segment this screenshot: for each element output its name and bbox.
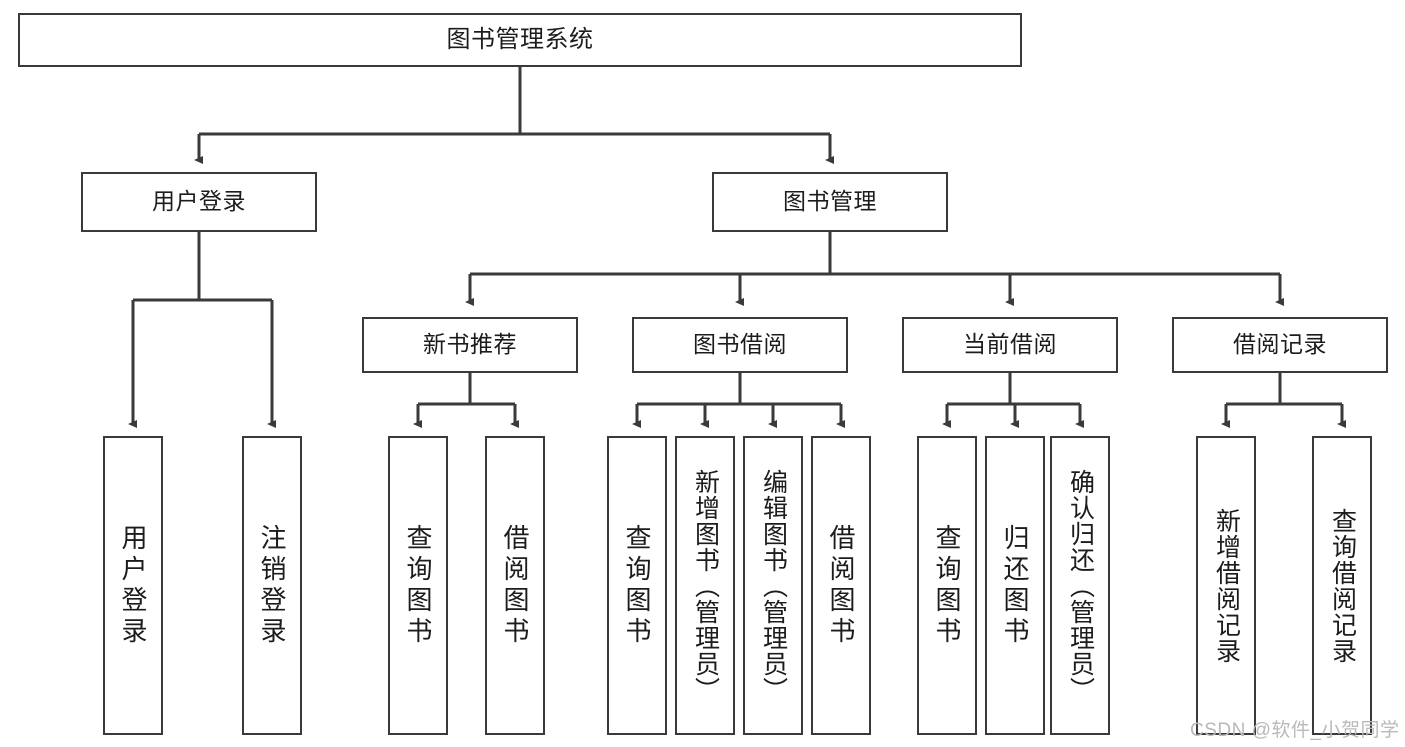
node-label: 图书管理系统 bbox=[446, 25, 594, 53]
leaf-book-borrow-borrow[interactable]: 借阅图书 bbox=[811, 436, 871, 735]
node-label: 查询图书 bbox=[622, 523, 652, 648]
node-label: 用户登录 bbox=[118, 523, 148, 648]
node-label: 图书借阅 bbox=[693, 331, 787, 358]
leaf-user-login-login[interactable]: 用户登录 bbox=[103, 436, 163, 735]
node-label: 查询借阅记录 bbox=[1328, 507, 1357, 664]
node-label: 查询图书 bbox=[932, 523, 962, 648]
node-label: 新增借阅记录 bbox=[1212, 507, 1241, 664]
leaf-book-borrow-query[interactable]: 查询图书 bbox=[607, 436, 667, 735]
node-root-system[interactable]: 图书管理系统 bbox=[18, 13, 1022, 67]
leaf-current-borrow-return[interactable]: 归还图书 bbox=[985, 436, 1045, 735]
leaf-book-borrow-edit[interactable]: 编辑图书（管理员） bbox=[743, 436, 803, 735]
node-label: 新增图书（管理员） bbox=[691, 468, 720, 703]
node-user-login[interactable]: 用户登录 bbox=[81, 172, 317, 232]
node-new-book-recommend[interactable]: 新书推荐 bbox=[362, 317, 578, 373]
leaf-book-borrow-add[interactable]: 新增图书（管理员） bbox=[675, 436, 735, 735]
leaf-current-borrow-query[interactable]: 查询图书 bbox=[917, 436, 977, 735]
node-book-borrow[interactable]: 图书借阅 bbox=[632, 317, 848, 373]
leaf-new-book-borrow[interactable]: 借阅图书 bbox=[485, 436, 545, 735]
node-book-management[interactable]: 图书管理 bbox=[712, 172, 948, 232]
watermark: CSDN @软件_小贺同学 bbox=[1190, 720, 1400, 741]
node-label: 借阅图书 bbox=[826, 523, 856, 648]
leaf-borrow-record-add[interactable]: 新增借阅记录 bbox=[1196, 436, 1256, 735]
node-label: 借阅记录 bbox=[1233, 331, 1327, 358]
node-label: 新书推荐 bbox=[423, 331, 517, 358]
node-label: 借阅图书 bbox=[500, 523, 530, 648]
node-label: 编辑图书（管理员） bbox=[759, 468, 788, 703]
node-label: 用户登录 bbox=[152, 188, 246, 215]
leaf-borrow-record-query[interactable]: 查询借阅记录 bbox=[1312, 436, 1372, 735]
node-label: 当前借阅 bbox=[963, 331, 1057, 358]
node-borrow-record[interactable]: 借阅记录 bbox=[1172, 317, 1388, 373]
node-label: 查询图书 bbox=[403, 523, 433, 648]
node-label: 确认归还（管理员） bbox=[1066, 468, 1095, 703]
node-current-borrow[interactable]: 当前借阅 bbox=[902, 317, 1118, 373]
leaf-current-borrow-confirm[interactable]: 确认归还（管理员） bbox=[1050, 436, 1110, 735]
node-label: 归还图书 bbox=[1000, 523, 1030, 648]
leaf-new-book-query[interactable]: 查询图书 bbox=[388, 436, 448, 735]
node-label: 注销登录 bbox=[257, 523, 287, 648]
leaf-user-login-logout[interactable]: 注销登录 bbox=[242, 436, 302, 735]
node-label: 图书管理 bbox=[783, 188, 877, 215]
